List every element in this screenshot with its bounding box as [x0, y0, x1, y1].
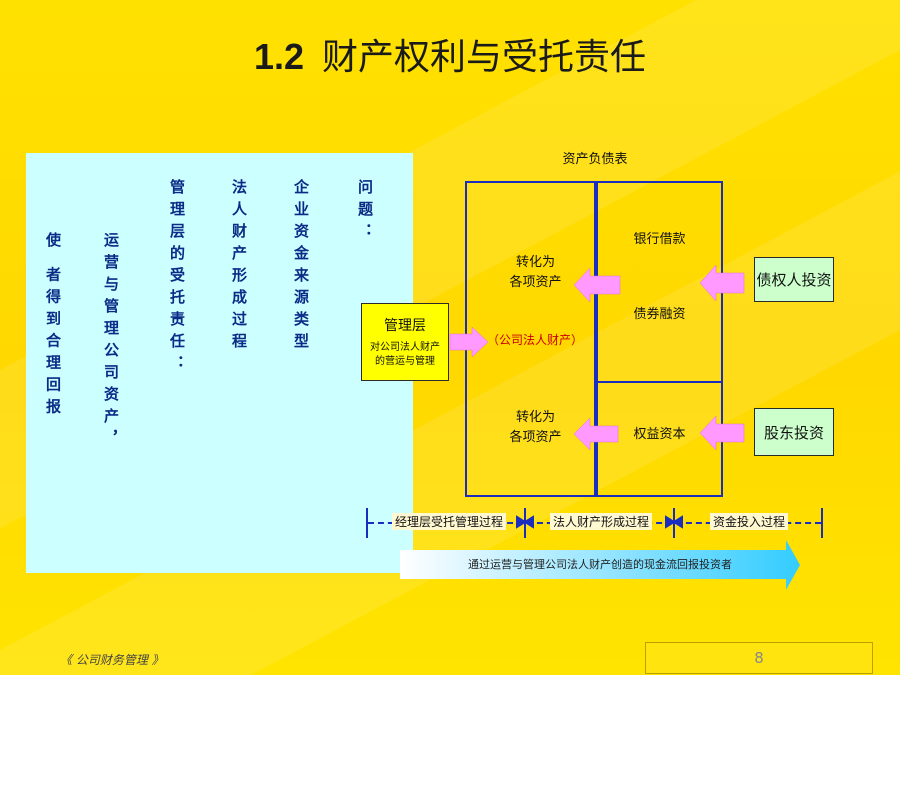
footer-course-name: 《 公司财务管理 》: [60, 653, 164, 667]
arrow-equity-to-assets: [573, 417, 619, 451]
arrow-management-to-property: [449, 326, 489, 358]
process-markers: [366, 508, 823, 538]
text-column-fund-source: 企业资金来源类型: [292, 179, 310, 355]
flow-arrows: [400, 264, 800, 590]
arrow-creditor-to-debt: [699, 264, 745, 302]
equity-capital-label: 权益资本: [633, 427, 686, 442]
return-arrow: [400, 540, 800, 590]
text-column-property-formation: 法人财产形成过程: [230, 179, 248, 355]
text-column-operate-assets: 运营与管理公司资产，: [102, 232, 120, 452]
explanation-panel: 问题： 企业资金来源类型 法人财产形成过程 管理层的受托责任： 运营与管理公司资…: [26, 153, 413, 573]
process-label-management: 经理层受托管理过程: [392, 513, 507, 530]
balance-sheet-title: 资产负债表: [562, 152, 628, 167]
title-number: 1.2: [253, 36, 305, 77]
convert-assets-bottom-line2: 各项资产: [509, 430, 562, 445]
page-number: 8: [645, 642, 873, 674]
arrow-shareholder-to-equity: [699, 415, 745, 451]
bank-loan-label: 银行借款: [633, 232, 686, 247]
process-label-investment: 资金投入过程: [710, 513, 789, 530]
text-column-question: 问题：: [356, 179, 374, 245]
creditor-investment-box: 债权人投资: [754, 257, 834, 302]
management-title: 管理层: [384, 318, 426, 334]
corporate-property-note: （公司法人财产）: [486, 333, 583, 347]
bond-financing-label: 债券融资: [633, 307, 686, 322]
convert-assets-bottom-line1: 转化为: [515, 410, 555, 425]
shareholder-investment-box: 股东投资: [754, 408, 834, 456]
arrow-debt-to-assets: [573, 267, 621, 303]
convert-assets-top: 转化为 各项资产: [488, 253, 583, 293]
process-label-formation: 法人财产形成过程: [550, 513, 653, 530]
management-line2: 的营运与管理: [375, 356, 435, 367]
text-column-investor-return: 使 者得到合理回报: [44, 232, 62, 421]
title-text: 财产权利与受托责任: [322, 37, 647, 78]
convert-assets-bottom: 转化为 各项资产: [488, 408, 583, 448]
slide-title: 1.2 财产权利与受托责任: [0, 28, 900, 80]
liability-equity-divider: [596, 381, 721, 383]
management-line1: 对公司法人财产: [370, 342, 440, 353]
management-box: 管理层 对公司法人财产 的营运与管理: [361, 303, 449, 381]
convert-assets-top-line1: 转化为: [515, 255, 555, 270]
balance-sheet-divider: [594, 181, 598, 495]
convert-assets-top-line2: 各项资产: [509, 275, 562, 290]
text-column-fiduciary-duty: 管理层的受托责任：: [168, 179, 186, 377]
return-arrow-label: 通过运营与管理公司法人财产创造的现金流回报投资者: [468, 558, 732, 571]
